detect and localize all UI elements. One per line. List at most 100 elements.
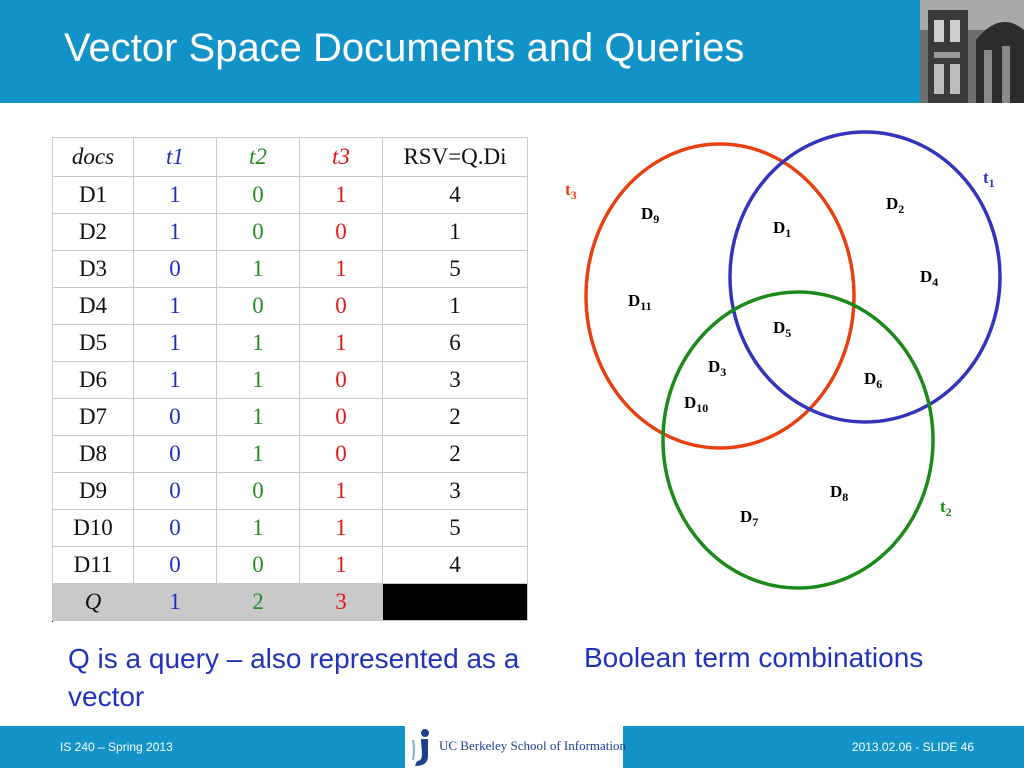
t1-cell: 1 (133, 361, 217, 399)
rsv-cell: 2 (382, 435, 528, 473)
t2-cell: 1 (216, 435, 300, 473)
t1-cell: 1 (133, 324, 217, 362)
t2-cell: 1 (216, 509, 300, 547)
header-docs: docs (52, 137, 134, 177)
campanile-photo-icon (920, 0, 1024, 103)
t1-circle (728, 130, 1002, 424)
rsv-cell: 4 (382, 546, 528, 584)
t3-cell: 1 (299, 176, 383, 214)
doc-label-d6: D6 (864, 369, 882, 391)
doc-cell: D7 (52, 398, 134, 436)
t2-cell: 1 (216, 250, 300, 288)
t3-cell: 0 (299, 398, 383, 436)
rsv-cell: 3 (382, 472, 528, 510)
t3-label: t3 (565, 180, 577, 202)
doc-cell: D4 (52, 287, 134, 325)
slide-header: Vector Space Documents and Queries (0, 0, 1024, 103)
t3-cell: 0 (299, 213, 383, 251)
header-t1: t1 (133, 137, 217, 177)
query-rsv-cell (382, 583, 528, 621)
t2-cell: 0 (216, 213, 300, 251)
t3-cell: 0 (299, 361, 383, 399)
t2-cell: 1 (216, 398, 300, 436)
ischool-logo-icon (412, 729, 429, 766)
doc-cell: D9 (52, 472, 134, 510)
t1-cell: 1 (133, 176, 217, 214)
t1-cell: 0 (133, 546, 217, 584)
t2-cell: 0 (216, 176, 300, 214)
query-t2-cell: 2 (216, 583, 300, 621)
course-label: IS 240 – Spring 2013 (60, 740, 173, 754)
doc-cell: D10 (52, 509, 134, 547)
doc-cell: D8 (52, 435, 134, 473)
doc-label-d9: D9 (641, 204, 659, 226)
ischool-logo: UC Berkeley School of Information (405, 726, 627, 768)
t2-cell: 1 (216, 324, 300, 362)
t3-cell: 1 (299, 472, 383, 510)
header-t2: t2 (216, 137, 300, 177)
doc-cell: D6 (52, 361, 134, 399)
doc-label-d11: D11 (628, 291, 652, 313)
header-t3: t3 (299, 137, 383, 177)
doc-label-d5: D5 (773, 318, 791, 340)
t2-circle (661, 290, 935, 590)
rsv-cell: 5 (382, 250, 528, 288)
t1-cell: 0 (133, 250, 217, 288)
t1-cell: 0 (133, 509, 217, 547)
doc-label-d7: D7 (740, 507, 758, 529)
query-caption: Q is a query – also represented as a vec… (68, 643, 520, 712)
t1-cell: 1 (133, 213, 217, 251)
t1-cell: 0 (133, 472, 217, 510)
t3-cell: 0 (299, 287, 383, 325)
rsv-cell: 1 (382, 213, 528, 251)
rsv-cell: 5 (382, 509, 528, 547)
t3-cell: 0 (299, 435, 383, 473)
doc-cell: D1 (52, 176, 134, 214)
query-t3-cell: 3 (299, 583, 383, 621)
slide-title: Vector Space Documents and Queries (64, 26, 745, 70)
doc-cell: D11 (52, 546, 134, 584)
rsv-cell: 6 (382, 324, 528, 362)
venn-caption: Boolean term combinations (584, 642, 924, 673)
t2-cell: 0 (216, 472, 300, 510)
doc-cell: D5 (52, 324, 134, 362)
t1-label: t1 (983, 168, 995, 190)
header-rsv: RSV=Q.Di (382, 137, 528, 177)
doc-label-d8: D8 (830, 482, 848, 504)
doc-cell: D2 (52, 213, 134, 251)
doc-label-d2: D2 (886, 194, 904, 216)
t3-cell: 1 (299, 509, 383, 547)
doc-cell: D3 (52, 250, 134, 288)
rsv-cell: 1 (382, 287, 528, 325)
t1-cell: 0 (133, 398, 217, 436)
doc-label-d4: D4 (920, 267, 938, 289)
doc-label-d1: D1 (773, 218, 791, 240)
rsv-cell: 3 (382, 361, 528, 399)
slide-number: 2013.02.06 - SLIDE 46 (851, 740, 974, 754)
logo-text: UC Berkeley School of Information (439, 738, 627, 753)
t3-circle (584, 142, 856, 450)
query-t1-cell: 1 (133, 583, 217, 621)
t2-cell: 1 (216, 361, 300, 399)
rsv-cell: 4 (382, 176, 528, 214)
table-header-row: docs t1 t2 t3 RSV=Q.Di (52, 137, 528, 177)
t2-cell: 0 (216, 287, 300, 325)
t3-cell: 1 (299, 546, 383, 584)
t2-label: t2 (940, 497, 952, 519)
venn-diagram: t1 t2 t3 D1 D2 D3 D4 D5 D6 D7 D8 D9 D10 … (565, 130, 1002, 590)
rsv-cell: 2 (382, 398, 528, 436)
doc-label-d3: D3 (708, 357, 726, 379)
query-label-cell: Q (52, 583, 134, 621)
slide-footer: IS 240 – Spring 2013 UC Berkeley School … (0, 726, 1024, 768)
